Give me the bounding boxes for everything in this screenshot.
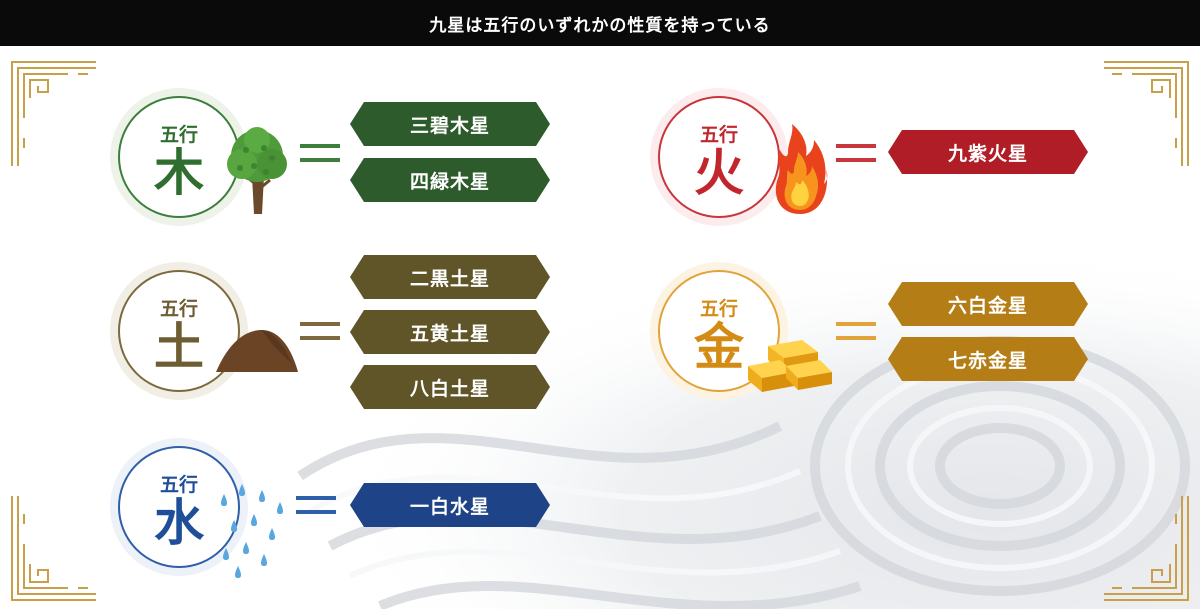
star-tag-wood-2: 四緑木星 xyxy=(350,158,550,202)
star-tag-metal-1: 六白金星 xyxy=(888,282,1088,326)
page-title: 九星は五行のいずれかの性質を持っている xyxy=(0,0,1200,46)
wood-equals-icon xyxy=(300,144,340,162)
earth-kanji: 土 xyxy=(154,317,204,376)
water-kanji: 水 xyxy=(154,493,204,552)
corner-ornament-top-left xyxy=(11,61,96,166)
corner-ornament-bottom-right xyxy=(1104,496,1189,601)
metal-kanji: 金 xyxy=(694,317,744,376)
fire-circle-inner: 五行 火 xyxy=(658,96,780,218)
wood-label: 五行 xyxy=(159,124,198,146)
star-tag-metal-2: 七赤金星 xyxy=(888,337,1088,381)
star-tag-earth-1: 二黒土星 xyxy=(350,255,550,299)
fire-equals-icon xyxy=(836,144,876,162)
corner-ornament-top-right xyxy=(1104,61,1189,166)
metal-label: 五行 xyxy=(699,298,738,320)
gold-bars-icon xyxy=(748,340,832,392)
fire-label: 五行 xyxy=(699,124,738,146)
star-tag-earth-3: 八白土星 xyxy=(350,365,550,409)
metal-equals-icon xyxy=(836,322,876,340)
star-tag-wood-1: 三碧木星 xyxy=(350,102,550,146)
tree-icon xyxy=(227,127,287,214)
water-equals-icon xyxy=(296,496,336,514)
water-circle-inner: 五行 水 xyxy=(118,446,240,568)
star-tag-fire-1: 九紫火星 xyxy=(888,130,1088,174)
wood-circle-inner: 五行 木 xyxy=(118,96,240,218)
corner-ornament-bottom-left xyxy=(11,496,96,601)
earth-label: 五行 xyxy=(159,298,198,320)
diagram-area: 五行 木 三碧木星 四緑木星 五行 火 九紫火星 五行 土 二黒土星 五黄土星 … xyxy=(0,46,1200,609)
water-drops-icon xyxy=(221,484,283,578)
water-label: 五行 xyxy=(159,474,198,496)
wood-kanji: 木 xyxy=(154,143,204,202)
title-text: 九星は五行のいずれかの性質を持っている xyxy=(429,15,771,36)
fire-kanji: 火 xyxy=(694,143,744,202)
earth-equals-icon xyxy=(300,322,340,340)
star-tag-water-1: 一白水星 xyxy=(350,483,550,527)
flame-icon xyxy=(775,124,828,214)
star-tag-earth-2: 五黄土星 xyxy=(350,310,550,354)
soil-mound-icon xyxy=(216,330,298,372)
